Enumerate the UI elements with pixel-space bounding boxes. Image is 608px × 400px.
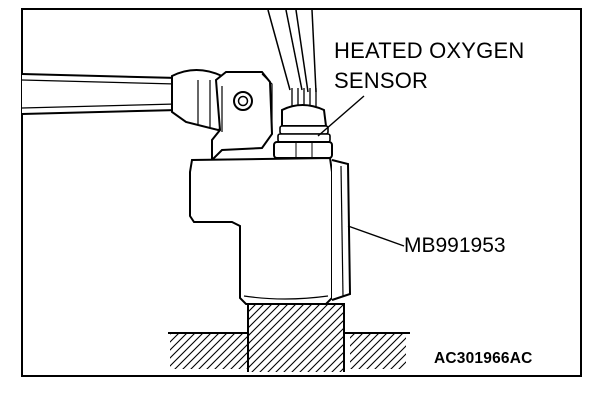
sensor-harness xyxy=(267,9,317,112)
ground-base xyxy=(168,332,410,369)
wrench-handle xyxy=(21,73,179,115)
hinge-yoke xyxy=(211,71,274,163)
pedestal-block xyxy=(247,303,345,372)
tool-leader-line xyxy=(347,225,405,247)
tool-body xyxy=(189,156,352,305)
sensor-label-line2: SENSOR xyxy=(334,68,429,93)
tool-label: MB991953 xyxy=(404,234,506,257)
figure-border xyxy=(21,8,582,377)
hinge-pin-icon xyxy=(233,91,253,111)
figure-code: AC301966AC xyxy=(434,350,533,367)
sensor-leader-line xyxy=(317,95,365,137)
sensor-label-line1: HEATED OXYGEN xyxy=(334,38,525,63)
